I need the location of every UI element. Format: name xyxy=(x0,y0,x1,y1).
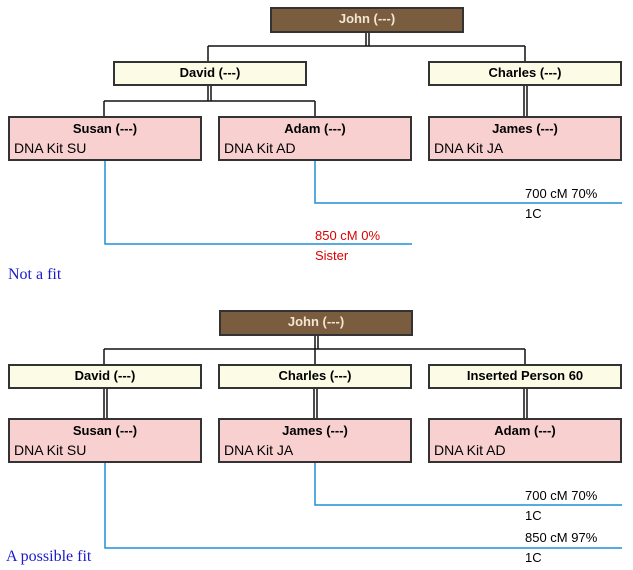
dna-kit-label: DNA Kit JA xyxy=(434,140,504,156)
gen1-person-box[interactable]: Charles (---) xyxy=(428,61,622,86)
dna-kit-person-box[interactable]: Adam (---) DNA Kit AD xyxy=(428,418,622,463)
match-cm-label: 850 cM 97% xyxy=(525,530,598,545)
dna-kit-person-box[interactable]: Susan (---) DNA Kit SU xyxy=(8,418,202,463)
dna-kit-label: DNA Kit AD xyxy=(224,140,296,156)
match-relationship-label: 1C xyxy=(525,206,542,221)
dna-kit-person-box[interactable]: James (---) DNA Kit JA xyxy=(428,116,622,161)
person-name: Susan (---) xyxy=(72,121,138,136)
dna-kit-person-box[interactable]: Adam (---) DNA Kit AD xyxy=(218,116,412,161)
dna-kit-label: DNA Kit SU xyxy=(14,442,87,458)
gen1-person-box[interactable]: David (---) xyxy=(113,61,307,86)
gen1-person-box[interactable]: Charles (---) xyxy=(218,364,412,389)
gen1-person-name: Charles (---) xyxy=(278,368,352,383)
root-person-name: John (---) xyxy=(338,11,396,26)
dna-kit-person-box[interactable]: James (---) DNA Kit JA xyxy=(218,418,412,463)
fit-verdict-caption: Not a fit xyxy=(8,266,62,283)
person-name: Susan (---) xyxy=(72,423,138,438)
fit-verdict-caption: A possible fit xyxy=(6,548,92,565)
root-person-box[interactable]: John (---) xyxy=(270,7,464,33)
gen1-person-name: David (---) xyxy=(179,65,241,80)
dna-kit-label: DNA Kit JA xyxy=(224,442,294,458)
match-cm-label: 700 cM 70% xyxy=(525,186,598,201)
dna-kit-label: DNA Kit AD xyxy=(434,442,506,458)
match-cm-label: 850 cM 0% xyxy=(315,228,381,243)
person-name: Adam (---) xyxy=(494,423,556,438)
gen1-person-box[interactable]: Inserted Person 60 xyxy=(428,364,622,389)
match-relationship-label: 1C xyxy=(525,550,542,565)
gen1-person-name: David (---) xyxy=(74,368,136,383)
dna-kit-person-box[interactable]: Susan (---) DNA Kit SU xyxy=(8,116,202,161)
person-name: James (---) xyxy=(282,423,348,438)
match-cm-label: 700 cM 70% xyxy=(525,488,598,503)
gen1-person-name: Inserted Person 60 xyxy=(466,368,584,383)
dna-kit-label: DNA Kit SU xyxy=(14,140,87,156)
gen1-person-box[interactable]: David (---) xyxy=(8,364,202,389)
match-relationship-label: 1C xyxy=(525,508,542,523)
match-relationship-label: Sister xyxy=(315,248,349,263)
gen1-person-name: Charles (---) xyxy=(488,65,562,80)
root-person-box[interactable]: John (---) xyxy=(219,310,413,336)
person-name: James (---) xyxy=(492,121,558,136)
root-person-name: John (---) xyxy=(287,314,345,329)
person-name: Adam (---) xyxy=(284,121,346,136)
